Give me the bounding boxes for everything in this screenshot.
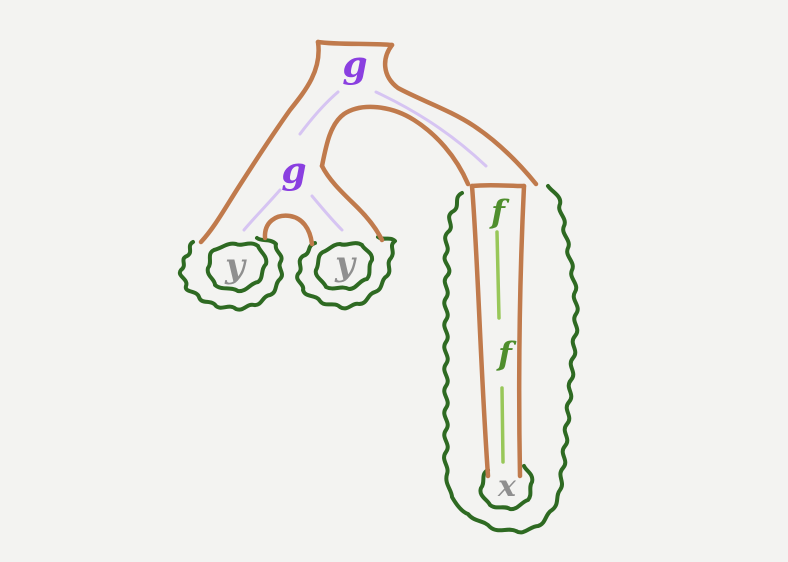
f-line-1 bbox=[495, 230, 501, 320]
leaf-outlines bbox=[177, 184, 580, 535]
g-line-mid-right bbox=[310, 194, 344, 232]
trunk-left bbox=[469, 183, 491, 479]
outer-left-edge bbox=[198, 39, 321, 245]
y-label-left: y bbox=[224, 246, 247, 286]
g-line-mid-left bbox=[242, 188, 282, 232]
mid-right-edge bbox=[319, 163, 385, 243]
inner-fork-edge bbox=[319, 104, 471, 187]
g-label-top: g bbox=[342, 44, 367, 86]
right-leaf-outer bbox=[295, 235, 397, 311]
f-label-top: f bbox=[489, 193, 510, 231]
g-label-mid: g bbox=[281, 150, 306, 192]
leaf-arch bbox=[262, 213, 315, 247]
trunk-top bbox=[469, 182, 527, 189]
f-line-2 bbox=[500, 386, 505, 464]
left-leaf-outer bbox=[177, 236, 284, 312]
f-label-lines bbox=[495, 230, 505, 464]
bottom-leaf-outline bbox=[478, 464, 535, 512]
right-leaf-inner bbox=[313, 241, 375, 291]
y-label-right: y bbox=[334, 244, 357, 284]
x-label-bottom: x bbox=[497, 469, 517, 504]
root-top-cap bbox=[315, 39, 395, 48]
g-line-top-right bbox=[374, 90, 488, 168]
left-leaf-inner bbox=[205, 241, 269, 294]
f-label-mid: f bbox=[496, 335, 517, 373]
g-label-lines bbox=[242, 90, 488, 232]
long-leaf-left-edge bbox=[442, 184, 580, 535]
branch-outlines bbox=[198, 39, 539, 479]
g-line-top-left bbox=[298, 90, 340, 136]
trunk-right bbox=[516, 183, 527, 479]
outer-right-edge bbox=[383, 42, 539, 187]
